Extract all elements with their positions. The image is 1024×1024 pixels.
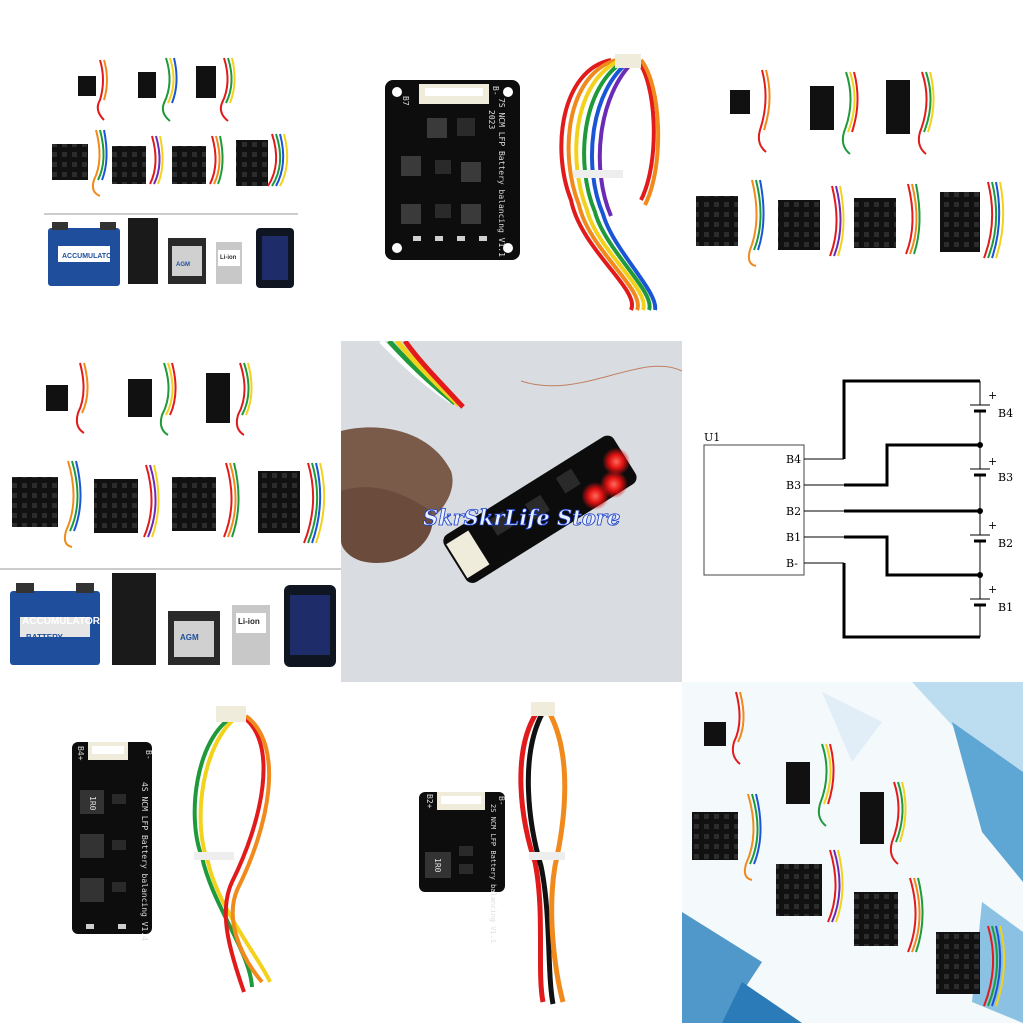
product-photo-collection-poly [682,682,1023,1023]
product-photo-collection-3: ACCUMULATOR BATTERY AGM Li-ion [0,341,341,682]
liion-label: Li-ion [220,255,237,261]
pcb-2s-right-pin: B- [497,796,506,806]
pcb-right-pin: B- [491,86,500,96]
pcb-2s-left-pin: B2+ [425,794,434,809]
pcb-4s-board [72,742,152,934]
pcb-4s-title: 4S NCM LFP Battery balancing V1.4 [140,782,149,941]
pcb-2s-title: 2S NCM LFP Battery balancing V1.1 [489,804,497,943]
pcb-long-board-photo [443,435,637,584]
product-photo-collection-2 [682,0,1023,341]
store-watermark: SkrSkrLife Store [423,505,620,530]
cell-b1: B1 [998,601,1013,614]
pcb-left-pin: B7 [401,96,410,106]
pcb-2s-board [419,792,505,892]
cell-b4: B4 [998,407,1013,420]
pin-b1: B1 [786,531,801,544]
cell-b2: B2 [998,537,1013,550]
pin-b3: B3 [786,479,801,492]
wire-harness-2s [518,702,568,1005]
balancer-schematic: U1 B4 B3 B2 B1 B- [682,341,1023,682]
pcb-2s-inductor: 1R0 [433,858,442,873]
pin-b4: B4 [786,453,801,466]
product-photo-7s-board: 7S NCM LFP Battery balancing V1.1 2023 B… [341,0,682,341]
accumulator-label-2: ACCUMULATOR [22,616,100,627]
wire-harness [559,54,661,311]
plus-b4: + [988,389,997,402]
pcb-4s-right-pin: B- [144,750,153,760]
plus-b1: + [988,583,997,596]
hand-held-board-photo: SkrSkrLife Store [341,341,682,682]
battery-label: BATTERY [26,633,63,642]
product-photo-2s-board: 2S NCM LFP Battery balancing V1.1 B2+ B-… [341,682,682,1023]
product-photo-collection-1: ACCUMULATOR AGM Li-ion [0,0,341,341]
pcb-year-text: 2023 [487,110,496,129]
liion-label-2: Li-ion [238,617,260,626]
u1-label: U1 [704,431,720,444]
pcb-7s-board [385,80,520,260]
agm-label: AGM [176,262,190,268]
agm-label-2: AGM [180,633,199,642]
pin-b2: B2 [786,505,801,518]
product-photo-4s-board: 4S NCM LFP Battery balancing V1.4 B4+ B-… [0,682,341,1023]
wire-harness-4s [187,706,272,993]
accumulator-label: ACCUMULATOR [62,253,117,260]
pcb-4s-inductor: 1R0 [88,796,97,811]
u1-box [703,444,805,576]
plus-b2: + [988,519,997,532]
mini-board-row-1 [78,57,236,122]
plus-b3: + [988,455,997,468]
cell-b3: B3 [998,471,1013,484]
pcb-4s-left-pin: B4+ [76,746,85,761]
battery-row [48,218,294,288]
pcb-title-text: 7S NCM LFP Battery balancing V1.1 [497,98,506,257]
pin-bminus: B- [786,557,798,570]
mini-board-row-2 [52,129,289,197]
